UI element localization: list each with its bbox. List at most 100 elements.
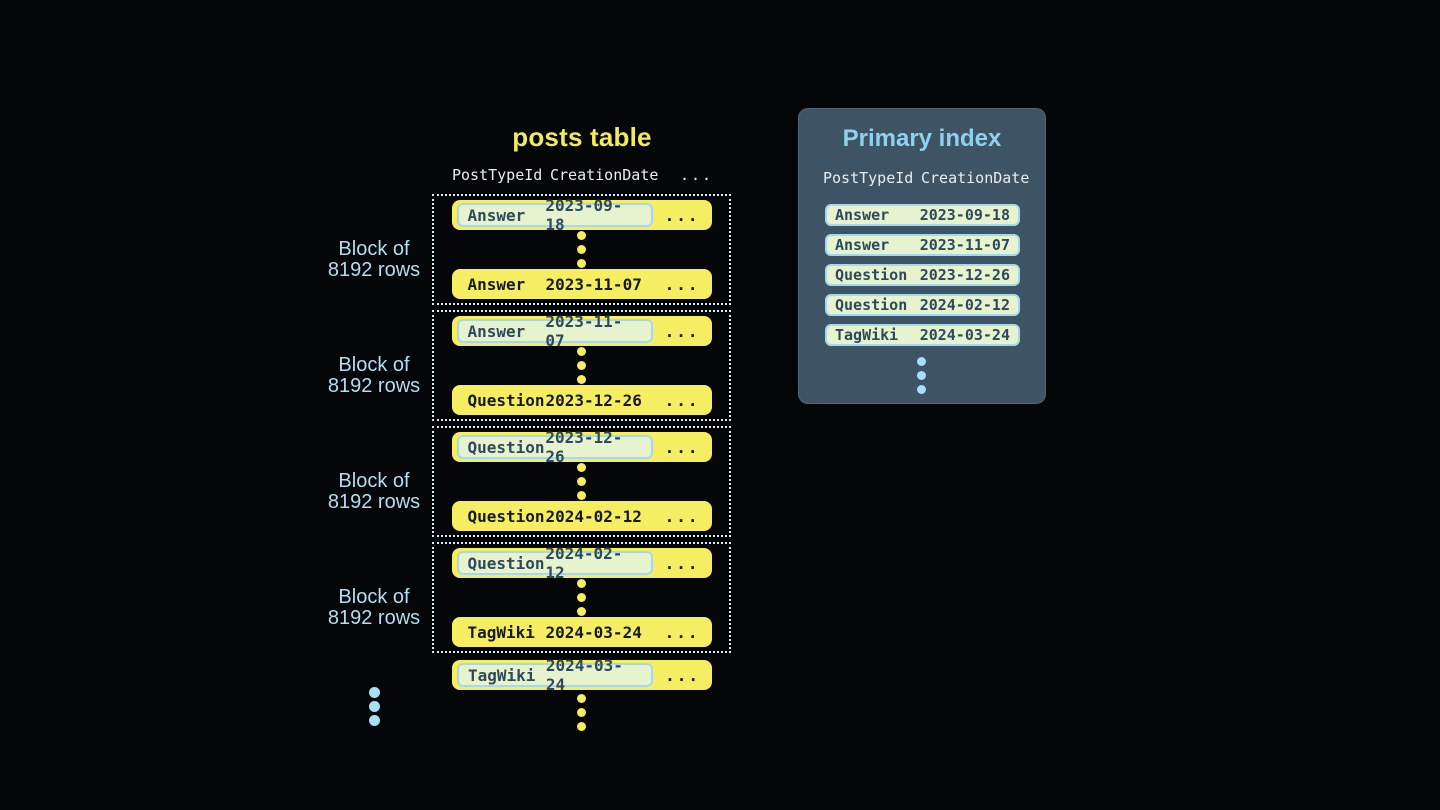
block-size-label: Block of 8192 rows bbox=[318, 587, 430, 629]
dot bbox=[577, 593, 586, 602]
index-entry: TagWiki 2024-03-24 bbox=[825, 324, 1020, 346]
column-posttypeid: PostTypeId bbox=[452, 166, 543, 184]
row-more-columns: ... bbox=[665, 665, 700, 685]
block-last-row: Question 2024-02-12 ... bbox=[451, 501, 712, 531]
dot bbox=[577, 375, 586, 384]
dot bbox=[577, 231, 586, 240]
dot bbox=[577, 694, 586, 703]
creation-date-cell: 2024-03-24 bbox=[545, 656, 623, 694]
creation-date-cell: 2024-02-12 bbox=[545, 506, 642, 526]
post-type-cell: Question bbox=[467, 390, 545, 410]
creation-date-cell: 2023-12-26 bbox=[545, 390, 642, 410]
blocks-continue-dots bbox=[369, 687, 380, 726]
post-type-cell: TagWiki bbox=[467, 622, 535, 642]
dot bbox=[577, 361, 586, 370]
dot bbox=[577, 607, 586, 616]
creation-date-cell: 2023-11-07 bbox=[919, 236, 1010, 254]
posts-table-title: posts table bbox=[512, 122, 652, 152]
column-creationdate: CreationDate bbox=[550, 166, 659, 184]
dot bbox=[577, 722, 586, 731]
block-size-label: Block of 8192 rows bbox=[318, 471, 430, 513]
creation-date-cell: 2023-12-26 bbox=[545, 428, 623, 466]
block-size-label: Block of 8192 rows bbox=[318, 239, 430, 281]
dot bbox=[577, 491, 586, 500]
row-more-columns: ... bbox=[664, 622, 700, 642]
post-type-cell: Answer bbox=[467, 274, 526, 294]
indexed-row-highlight: Answer 2023-09-18 bbox=[456, 196, 653, 234]
creation-date-cell: 2023-09-18 bbox=[919, 206, 1010, 224]
post-type-cell: Question bbox=[835, 266, 908, 284]
row-more-columns: ... bbox=[664, 437, 700, 457]
creation-date-cell: 2024-02-12 bbox=[919, 296, 1010, 314]
index-entry: Question 2024-02-12 bbox=[825, 294, 1020, 316]
rows-ellipsis-dots bbox=[577, 463, 586, 500]
post-type-cell: Answer bbox=[835, 236, 890, 254]
dot bbox=[369, 701, 380, 712]
creation-date-cell: 2023-11-07 bbox=[545, 274, 642, 294]
block-first-row: Answer 2023-11-07 ... bbox=[451, 312, 712, 350]
index-entry: Answer 2023-09-18 bbox=[825, 204, 1020, 226]
table-continues-dots bbox=[577, 694, 586, 731]
dot bbox=[917, 385, 926, 394]
primary-index-title: Primary index bbox=[842, 125, 1002, 152]
row-more-columns: ... bbox=[664, 390, 700, 410]
column-posttypeid: PostTypeId bbox=[823, 169, 914, 187]
dot bbox=[577, 245, 586, 254]
block-last-row: TagWiki 2024-03-24 ... bbox=[451, 617, 712, 647]
next-block-first-row: TagWiki 2024-03-24 ... bbox=[452, 656, 712, 694]
dot bbox=[577, 708, 586, 717]
rows-block-2: Answer 2023-11-07 ... Question 2023-12-2… bbox=[432, 310, 731, 421]
post-type-cell: Question bbox=[467, 553, 545, 573]
dot bbox=[369, 687, 380, 698]
creation-date-cell: 2023-09-18 bbox=[545, 196, 623, 234]
block-label-line1: Block of bbox=[338, 470, 410, 492]
block-label-line2: 8192 rows bbox=[327, 491, 421, 513]
block-label-line1: Block of bbox=[338, 586, 410, 608]
block-first-row: Answer 2023-09-18 ... bbox=[451, 196, 712, 234]
block-label-line1: Block of bbox=[338, 354, 410, 376]
row-more-columns: ... bbox=[664, 274, 700, 294]
dot bbox=[369, 715, 380, 726]
row-more-columns: ... bbox=[664, 205, 700, 225]
row-more-columns: ... bbox=[664, 553, 700, 573]
block-size-label: Block of 8192 rows bbox=[318, 355, 430, 397]
post-type-cell: Answer bbox=[467, 205, 526, 225]
dot bbox=[917, 371, 926, 380]
dot bbox=[577, 259, 586, 268]
dot bbox=[577, 579, 586, 588]
post-type-cell: Question bbox=[467, 437, 545, 457]
rows-block-3: Question 2023-12-26 ... Question 2024-02… bbox=[432, 426, 731, 537]
creation-date-cell: 2024-03-24 bbox=[919, 326, 1010, 344]
post-type-cell: Question bbox=[835, 296, 908, 314]
rows-ellipsis-dots bbox=[577, 231, 586, 268]
indexed-row-highlight: TagWiki 2024-03-24 bbox=[457, 656, 653, 694]
post-type-cell: Answer bbox=[835, 206, 890, 224]
row-more-columns: ... bbox=[664, 321, 700, 341]
indexed-row-highlight: Question 2023-12-26 bbox=[456, 428, 653, 466]
rows-ellipsis-dots bbox=[577, 347, 586, 384]
primary-index-column-header: PostTypeId CreationDate bbox=[823, 169, 1033, 189]
creation-date-cell: 2023-12-26 bbox=[919, 266, 1010, 284]
block-last-row: Answer 2023-11-07 ... bbox=[451, 269, 712, 299]
block-last-row: Question 2023-12-26 ... bbox=[451, 385, 712, 415]
dot bbox=[577, 477, 586, 486]
creation-date-cell: 2024-03-24 bbox=[545, 622, 642, 642]
primary-index-panel: Primary index PostTypeId CreationDate An… bbox=[798, 108, 1046, 404]
block-label-line2: 8192 rows bbox=[327, 607, 421, 629]
block-first-row: Question 2024-02-12 ... bbox=[451, 544, 712, 582]
post-type-cell: Answer bbox=[467, 321, 526, 341]
block-label-line1: Block of bbox=[338, 238, 410, 260]
column-more-ellipsis: ... bbox=[680, 166, 714, 184]
dot bbox=[577, 463, 586, 472]
index-entry: Answer 2023-11-07 bbox=[825, 234, 1020, 256]
post-type-cell: TagWiki bbox=[835, 326, 899, 344]
block-label-line2: 8192 rows bbox=[327, 375, 421, 397]
indexed-row-highlight: Question 2024-02-12 bbox=[456, 544, 653, 582]
block-label-line2: 8192 rows bbox=[327, 259, 421, 281]
rows-ellipsis-dots bbox=[577, 579, 586, 616]
column-creationdate: CreationDate bbox=[921, 169, 1030, 187]
index-continues-dots bbox=[917, 357, 926, 394]
block-first-row: Question 2023-12-26 ... bbox=[451, 428, 712, 466]
index-entry: Question 2023-12-26 bbox=[825, 264, 1020, 286]
